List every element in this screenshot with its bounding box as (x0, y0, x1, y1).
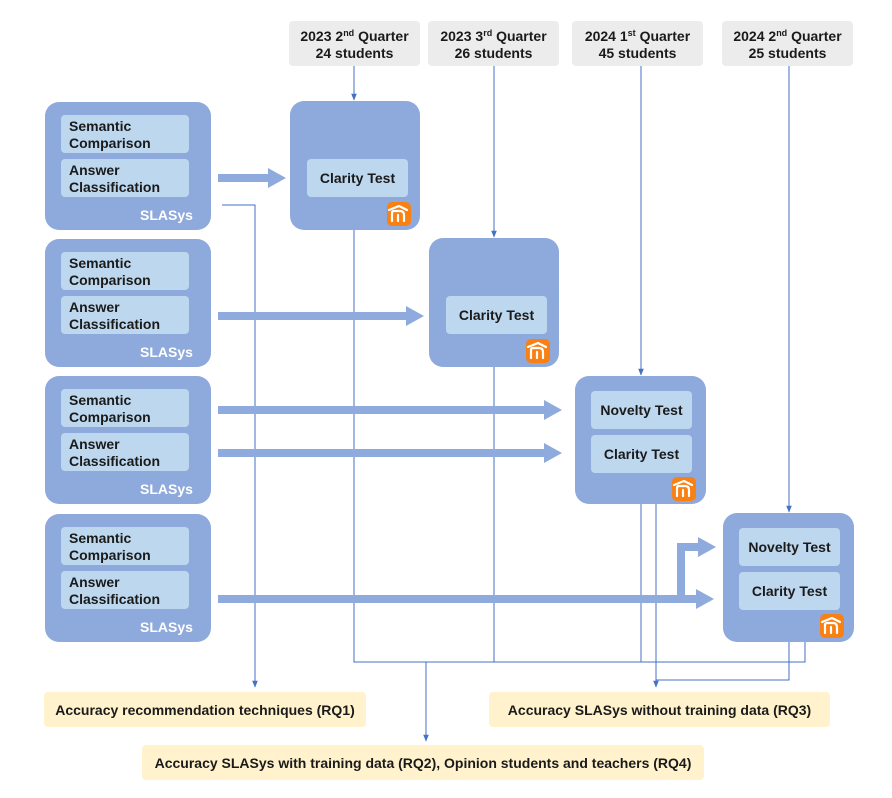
comparison-label: Comparison (69, 272, 151, 288)
slasys-label: SLASys (140, 619, 193, 635)
comparison-label: Comparison (69, 409, 151, 425)
answer-label: Answer (69, 299, 120, 315)
slasys-label: SLASys (140, 344, 193, 360)
quarter-year: 2023 (300, 28, 332, 44)
quarter-box-2023-q3: 2023 3rd Quarter 26 students (428, 21, 559, 66)
outcome-rq2-rq4: Accuracy SLASys with training data (RQ2)… (142, 745, 704, 780)
quarter-word: Quarter (496, 28, 547, 44)
quarter-suffix: nd (343, 28, 355, 38)
quarter-box-2023-q2: 2023 2nd Quarter 24 students (289, 21, 420, 66)
moodle-box-2024-q1: Novelty Test Clarity Test (575, 376, 706, 504)
comparison-label: Comparison (69, 547, 151, 563)
semantic-label: Semantic (69, 530, 132, 546)
quarter-box-2024-q1: 2024 1st Quarter 45 students (572, 21, 703, 66)
semantic-label: Semantic (69, 118, 132, 134)
clarity-test-block: Clarity Test (739, 572, 840, 610)
answer-label: Answer (69, 436, 120, 452)
quarter-number: 2 (768, 28, 777, 44)
quarter-word: Quarter (639, 28, 691, 44)
slasys-label: SLASys (140, 207, 193, 223)
quarter-year: 2023 (440, 28, 472, 44)
slasys-label: SLASys (140, 481, 193, 497)
quarter-students: 45 students (598, 45, 677, 61)
quarter-number: 3 (475, 28, 484, 44)
moodle-box-2024-q2: Novelty Test Clarity Test (723, 513, 854, 642)
quarter-number: 2 (335, 28, 344, 44)
quarter-year: 2024 (584, 28, 616, 44)
answer-label: Answer (69, 162, 120, 178)
quarter-word: Quarter (791, 28, 842, 44)
rq2-bus (353, 230, 806, 663)
quarter-suffix: nd (776, 28, 788, 38)
moodle-box-2023-q3: Clarity Test (429, 238, 559, 367)
quarter-box-2024-q2: 2024 2nd Quarter 25 students (722, 21, 853, 66)
quarter-number: 1 (619, 28, 628, 44)
classification-label: Classification (69, 591, 161, 607)
rq3-from-q4 (656, 642, 790, 681)
quarter-suffix: rd (483, 28, 493, 38)
quarter-suffix: st (627, 28, 636, 38)
quarter-students: 24 students (315, 45, 394, 61)
semantic-label: Semantic (69, 255, 132, 271)
moodle-icon (387, 202, 411, 226)
quarter-year: 2024 (733, 28, 765, 44)
thick-arrows (218, 168, 716, 609)
novelty-test-block: Novelty Test (739, 528, 840, 566)
moodle-icon (820, 614, 844, 638)
rq1-connector (222, 204, 258, 688)
semantic-label: Semantic (69, 392, 132, 408)
classification-label: Classification (69, 316, 161, 332)
moodle-icon (672, 477, 696, 501)
novelty-test-block: Novelty Test (591, 391, 692, 429)
answer-label: Answer (69, 574, 120, 590)
outcome-rq1: Accuracy recommendation techniques (RQ1) (44, 692, 366, 727)
quarter-students: 26 students (454, 45, 533, 61)
clarity-test-block: Clarity Test (446, 296, 547, 334)
outcome-rq3: Accuracy SLASys without training data (R… (489, 692, 830, 727)
classification-label: Classification (69, 179, 161, 195)
moodle-box-2023-q2: Clarity Test (290, 101, 420, 230)
clarity-test-block: Clarity Test (307, 159, 408, 197)
classification-label: Classification (69, 453, 161, 469)
clarity-test-block: Clarity Test (591, 435, 692, 473)
comparison-label: Comparison (69, 135, 151, 151)
quarter-word: Quarter (358, 28, 409, 44)
quarter-students: 25 students (748, 45, 827, 61)
moodle-icon (526, 339, 550, 363)
